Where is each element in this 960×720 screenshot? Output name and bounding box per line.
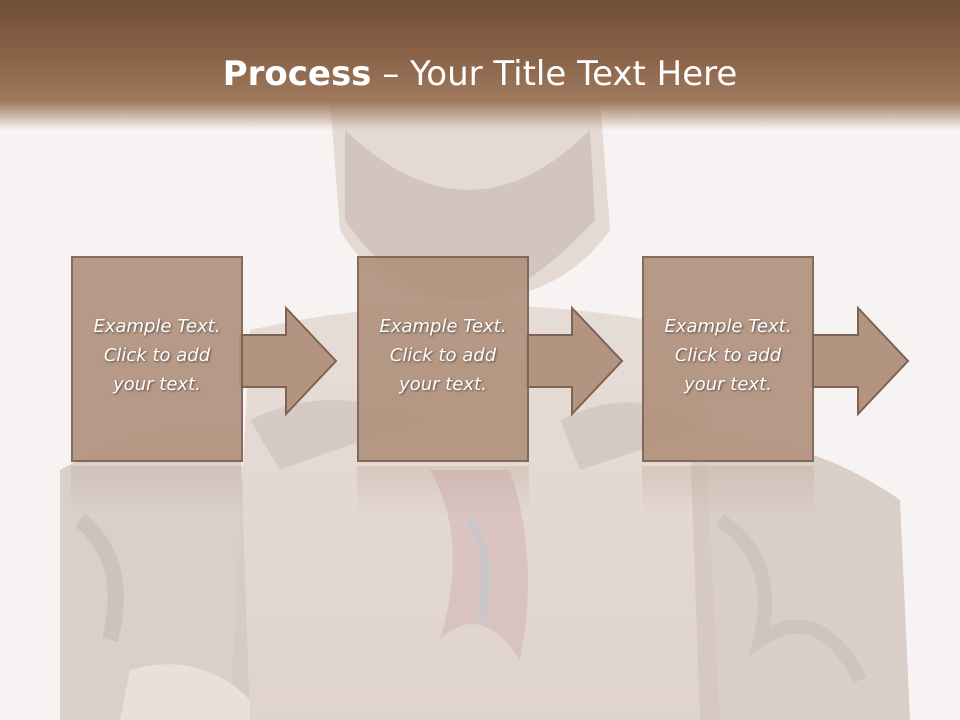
step-1-line-1: Example Text. <box>93 316 221 337</box>
right-arrow-icon <box>811 305 910 417</box>
step-3-line-3: your text. <box>684 374 772 395</box>
process-step-2[interactable]: Example Text. Click to add your text. <box>357 256 529 462</box>
process-step-3[interactable]: Example Text. Click to add your text. <box>642 256 814 462</box>
title-bar <box>0 0 960 130</box>
right-arrow-icon <box>525 305 624 417</box>
step-3-text: Example Text. Click to add your text. <box>644 312 812 399</box>
step-3-line-2: Click to add <box>674 345 782 366</box>
step-2-line-2: Click to add <box>389 345 497 366</box>
step-1-line-2: Click to add <box>103 345 211 366</box>
step-1-text: Example Text. Click to add your text. <box>73 312 241 399</box>
step-2-text: Example Text. Click to add your text. <box>359 312 527 399</box>
step-2-line-1: Example Text. <box>379 316 507 337</box>
reflection-2 <box>357 466 529 516</box>
slide-title[interactable]: Process – Your Title Text Here <box>0 52 960 96</box>
reflection-1 <box>71 466 243 516</box>
reflection-3 <box>642 466 814 516</box>
slide-title-rest: – Your Title Text Here <box>371 54 738 94</box>
right-arrow-icon <box>239 305 338 417</box>
step-3-line-1: Example Text. <box>664 316 792 337</box>
slide-title-bold: Process <box>222 54 372 94</box>
step-1-line-3: your text. <box>113 374 201 395</box>
step-2-line-3: your text. <box>399 374 487 395</box>
process-step-1[interactable]: Example Text. Click to add your text. <box>71 256 243 462</box>
